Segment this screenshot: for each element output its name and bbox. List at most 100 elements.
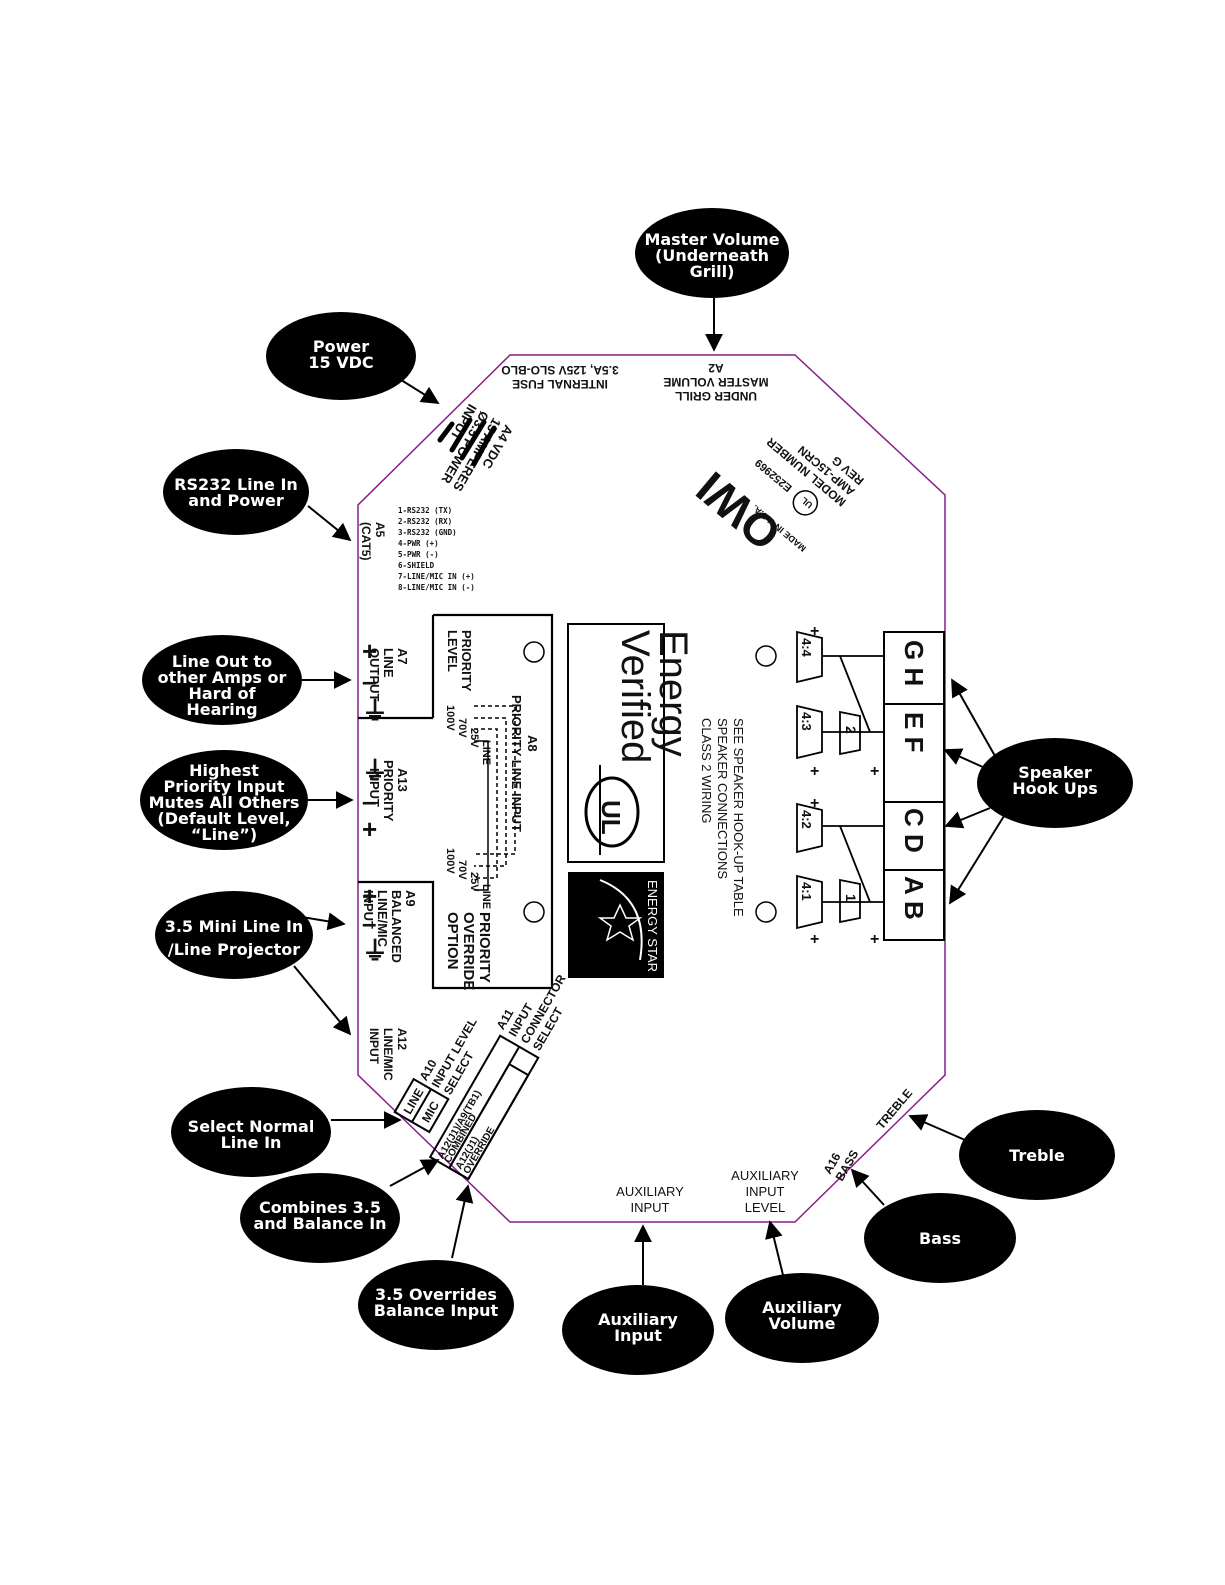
callout-mini-line-in: 3.5 Mini Line In /Line Projector xyxy=(155,891,313,979)
a9-text: A9 xyxy=(403,890,418,907)
a12-label: A12 LINE/MIC INPUT xyxy=(367,1028,409,1081)
level-text: 100V xyxy=(444,848,456,874)
callout-combines: Combines 3.5 and Balance In xyxy=(240,1173,400,1263)
aux-level-text: LEVEL xyxy=(745,1200,785,1215)
svg-text:UL: UL xyxy=(596,800,626,835)
plus-sign: + xyxy=(362,636,377,666)
priority-level-knob xyxy=(523,641,545,663)
callout-text: Hearing xyxy=(186,700,257,719)
callout-text: Hard of xyxy=(188,684,256,703)
master-text: MASTER VOLUME xyxy=(663,375,768,389)
aux-input-label: AUXILIARY INPUT xyxy=(616,1184,684,1215)
callout-text: 3.5 Overrides xyxy=(375,1285,497,1304)
callout-speaker-hookups: Speaker Hook Ups xyxy=(977,738,1133,828)
ground-icon: ⏚ xyxy=(362,936,388,966)
energy-text: Verified xyxy=(613,630,657,763)
speaker-number: 2 xyxy=(843,726,859,734)
callout-text: “Line”) xyxy=(191,825,257,844)
svg-text:UL: UL xyxy=(799,495,815,511)
a16-bass-label: A16 BASS xyxy=(820,1148,861,1184)
fuse-text: INTERNAL FUSE xyxy=(512,377,608,391)
energy-star-arc-icon xyxy=(599,879,643,961)
rs232-pin: 7-LINE/MIC IN (+) xyxy=(398,572,475,581)
energy-verified-badge: Energy Verified UL xyxy=(567,623,695,863)
rs232-pin: 4-PWR (+) xyxy=(398,539,439,548)
aux-level-text: INPUT xyxy=(746,1184,785,1199)
power-terminal xyxy=(437,417,497,467)
a7-terminal-signs: + – ⏚ xyxy=(362,636,388,726)
a10-switch: LINE MIC A10 INPUT LEVEL SELECT xyxy=(393,1016,480,1134)
callout-text: Balance Input xyxy=(374,1301,499,1320)
callout-aux-input: Auxiliary Input xyxy=(562,1285,714,1375)
a12-text: LINE/MIC xyxy=(381,1028,395,1081)
a5-text: (CAT5) xyxy=(359,522,373,560)
callout-text: Mutes All Others xyxy=(149,793,300,812)
tap-label: 4:3 xyxy=(799,712,814,731)
tap-polarity-signs: + + + + + + xyxy=(810,623,879,948)
star-icon xyxy=(597,903,643,942)
callout-text: other Amps or xyxy=(158,668,287,687)
mount-hole xyxy=(755,901,777,923)
a9-text: BALANCED xyxy=(389,890,404,963)
callout-select-normal: Select Normal Line In xyxy=(171,1087,331,1177)
a9-label: A9 BALANCED LINE/MIC INPUT xyxy=(361,890,418,963)
rs232-pin: 2-RS232 (RX) xyxy=(398,517,452,526)
a12-text: A12 xyxy=(395,1028,409,1050)
plus-sign: + xyxy=(870,931,879,948)
callout-text: Master Volume xyxy=(644,230,779,249)
level-text: LINE xyxy=(480,884,492,909)
voltage-levels-bottom: 100V 70V 25V LINE xyxy=(444,848,492,909)
callout-power: Power 15 VDC xyxy=(266,312,416,400)
tap-label: 4:4 xyxy=(799,638,814,658)
speaker-terminal-block: G H E F C D A B xyxy=(883,631,945,941)
a8-text: A8 xyxy=(525,735,540,752)
callout-text: Speaker xyxy=(1018,763,1092,782)
minus-sign: – xyxy=(362,908,376,938)
rs232-pin: 1-RS232 (TX) xyxy=(398,506,452,515)
callout-text: Volume xyxy=(769,1314,836,1333)
a13-text: PRIORITY xyxy=(381,760,396,822)
callout-highest-priority: Highest Priority Input Mutes All Others … xyxy=(140,750,308,850)
priority-override-label: PRIORITY OVERRIDE OPTION xyxy=(444,912,493,990)
a8-text: PRIORITY LINE INPUT xyxy=(509,695,524,832)
priority-module xyxy=(358,613,554,990)
a13-text: A13 xyxy=(395,768,410,792)
callout-treble: Treble xyxy=(959,1110,1115,1200)
a7-text: OUTPUT xyxy=(367,648,382,702)
rs232-pin: 3-RS232 (GND) xyxy=(398,528,457,537)
level-text: 70V xyxy=(456,718,468,738)
callout-text: and Power xyxy=(188,491,284,510)
callout-master-volume: Master Volume (Underneath Grill) xyxy=(635,208,789,298)
a8-label: A8 PRIORITY LINE INPUT xyxy=(509,695,540,832)
power-input-connector: A4 VDC 15 AMPERES Ø3.5 POWER INPUT xyxy=(438,402,516,495)
aux-input-text: AUXILIARY xyxy=(616,1184,684,1199)
a7-text: A7 xyxy=(395,648,410,665)
level-text: 25V xyxy=(468,872,480,892)
board-outline xyxy=(357,354,946,1223)
callout-text: Grill) xyxy=(690,262,735,281)
callout-text: Select Normal xyxy=(188,1117,315,1136)
callout-text: Line Out to xyxy=(172,652,272,671)
terminal-label: E F xyxy=(899,712,929,752)
arrows xyxy=(293,298,1005,1285)
callout-text: Line In xyxy=(221,1133,282,1152)
ground-icon: ⏚ xyxy=(362,696,388,726)
terminal-label: C D xyxy=(899,808,929,853)
a7-label: A7 LINE OUTPUT xyxy=(367,648,410,702)
override-text: OVERRIDE xyxy=(460,912,477,990)
callout-line-out: Line Out to other Amps or Hard of Hearin… xyxy=(142,635,302,725)
rs232-pin: 8-LINE/MIC IN (-) xyxy=(398,583,475,592)
tap-label: 4:2 xyxy=(799,810,814,829)
callout-text: and Balance In xyxy=(253,1214,386,1233)
level-text: 25V xyxy=(468,728,480,748)
callout-text: /Line Projector xyxy=(168,940,300,959)
master-text: UNDER GRILL xyxy=(675,389,757,403)
fuse-text: 3.5A, 125V SLO-BLO xyxy=(501,363,618,377)
plus-sign: + xyxy=(362,881,377,911)
energy-star-text: ENERGY STAR xyxy=(645,880,660,972)
callout-text: Priority Input xyxy=(164,777,285,796)
plus-sign: + xyxy=(810,763,819,780)
callout-text: (Default Level, xyxy=(157,809,290,828)
level-text: LINE xyxy=(480,740,492,765)
aux-input-text: INPUT xyxy=(631,1200,670,1215)
